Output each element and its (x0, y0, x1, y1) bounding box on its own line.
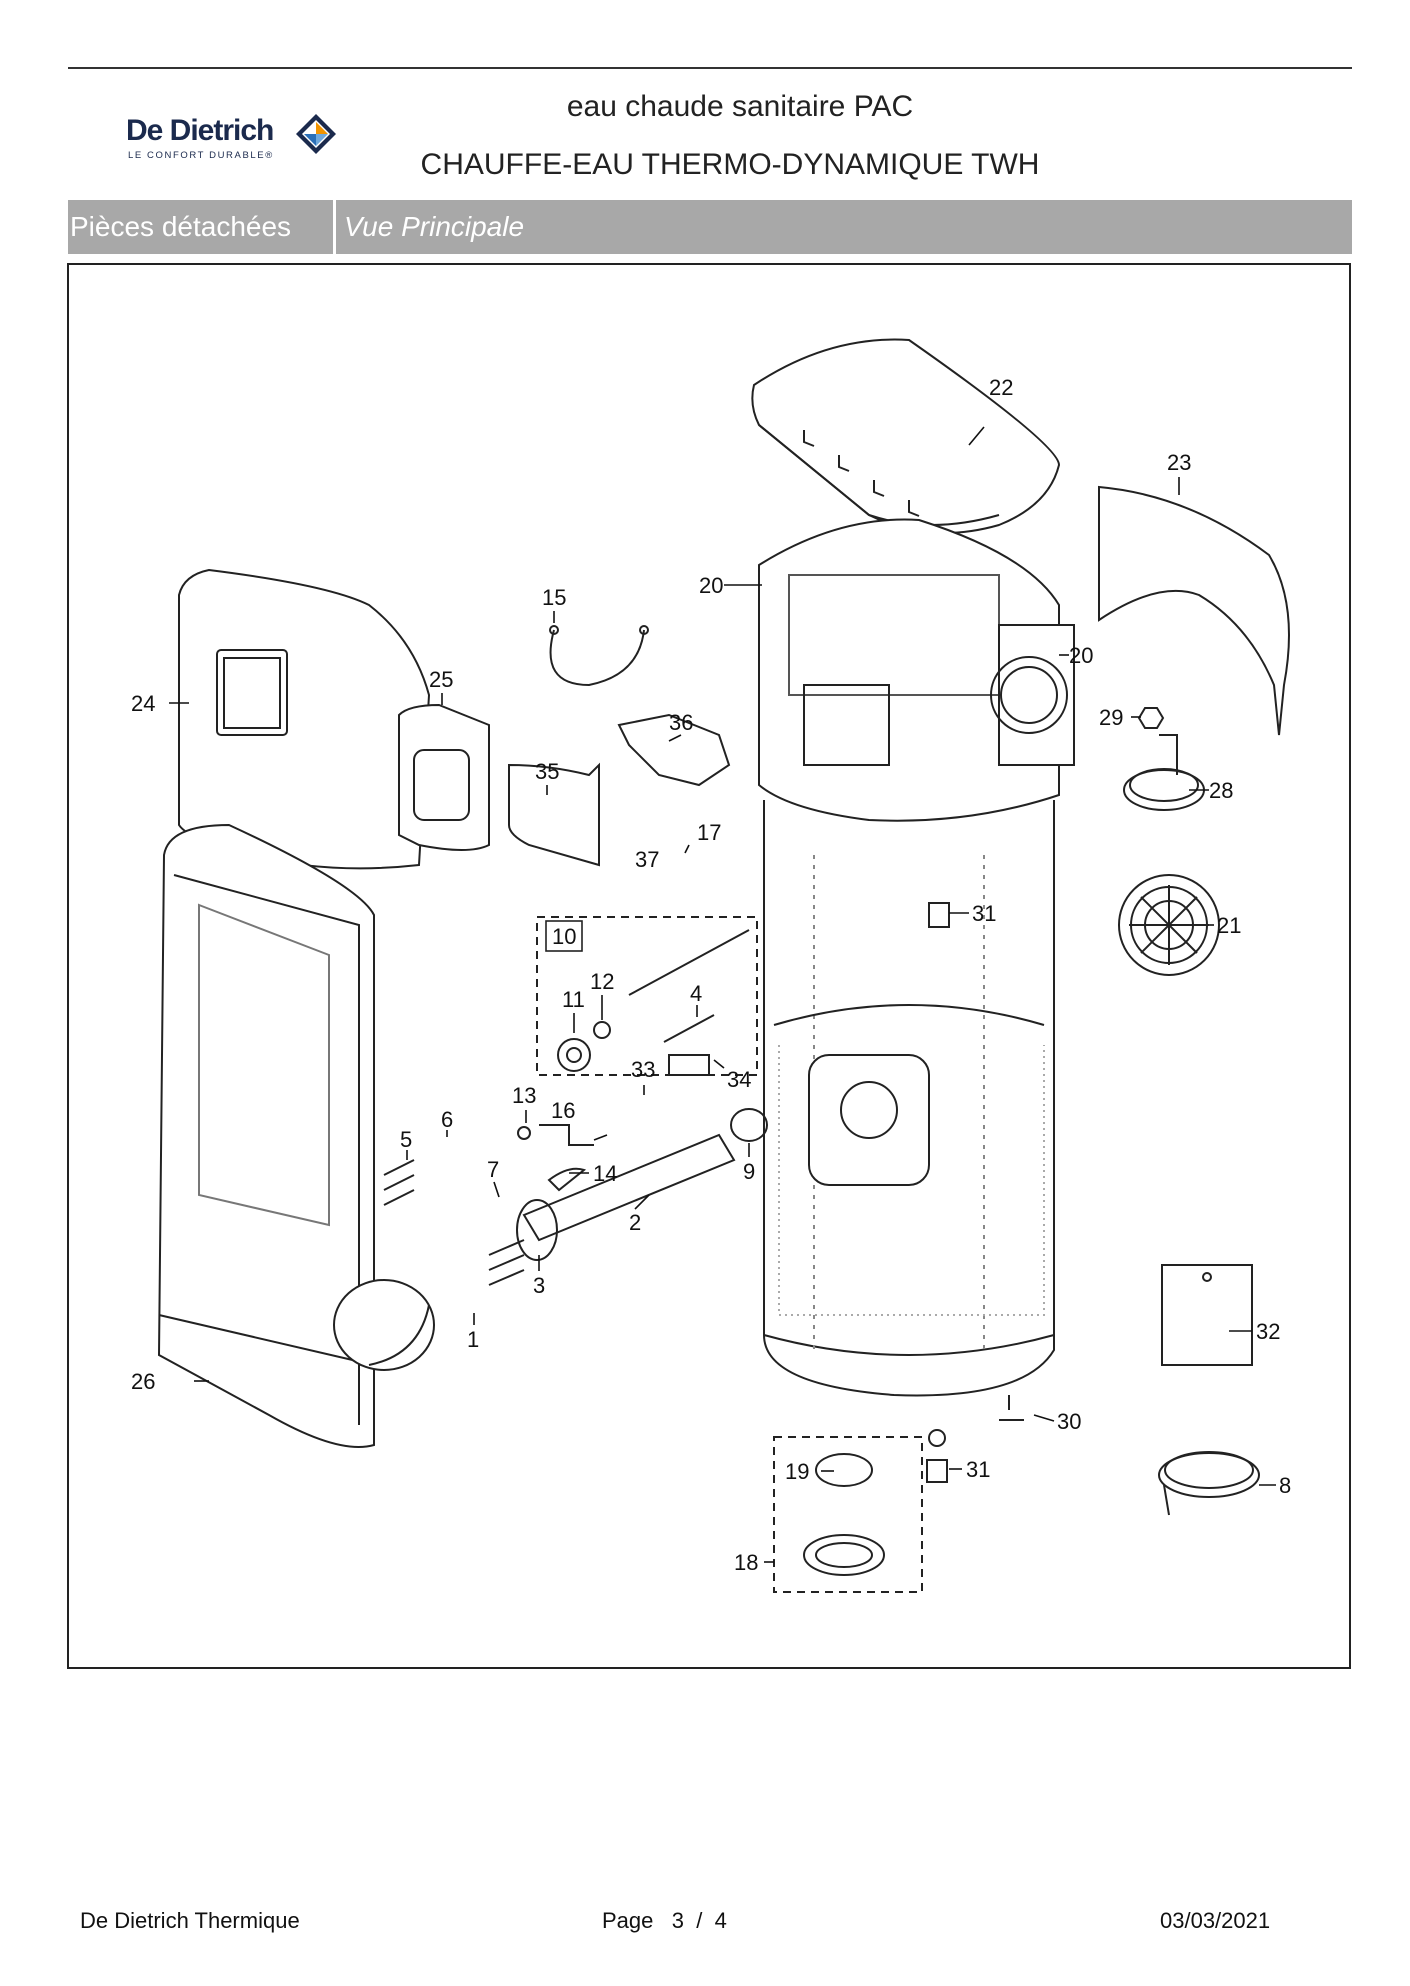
footer-page: Page 3 / 4 (602, 1908, 727, 1934)
tank-body-part (763, 800, 1055, 1397)
top-cover-part (751, 338, 1061, 534)
label-6: 6 (441, 1107, 453, 1132)
top-rule (68, 67, 1352, 69)
heat-pump-module-part (758, 518, 1075, 822)
label-16: 16 (551, 1098, 575, 1123)
exploded-view-frame: 22 23 20 20 15 24 25 36 35 29 28 17 37 3… (67, 263, 1351, 1669)
label-37: 37 (635, 847, 659, 872)
label-22: 22 (989, 375, 1013, 400)
label-1: 1 (467, 1327, 479, 1352)
label-31-lower: 31 (966, 1457, 990, 1482)
label-23: 23 (1167, 450, 1191, 475)
label-26: 26 (131, 1369, 155, 1394)
footer-page-sep: / (696, 1908, 703, 1933)
logo-tagline: LE CONFORT DURABLE® (128, 150, 274, 161)
logo-brand-text: De Dietrich (126, 114, 274, 147)
upper-front-panel-part (178, 568, 431, 870)
header-category: eau chaude sanitaire PAC (566, 90, 914, 123)
label-17: 17 (697, 820, 721, 845)
label-20-right: 20 (1069, 643, 1093, 668)
leader-lines (169, 426, 1276, 1563)
rear-cover-part (1098, 485, 1290, 736)
label-13: 13 (512, 1083, 536, 1108)
section-bar: Pièces détachées Vue Principale (68, 200, 1352, 254)
label-4: 4 (690, 981, 702, 1006)
label-15: 15 (542, 585, 566, 610)
label-9: 9 (743, 1159, 755, 1184)
label-10-box (545, 920, 583, 952)
footer-company: De Dietrich Thermique (80, 1908, 300, 1933)
label-10: 10 (552, 924, 576, 949)
label-18: 18 (734, 1550, 758, 1575)
label-34: 34 (727, 1067, 751, 1092)
label-36: 36 (669, 710, 693, 735)
label-31-upper: 31 (972, 901, 996, 926)
dome-cap-part (333, 1279, 435, 1371)
label-8: 8 (1279, 1473, 1291, 1498)
footer-page-current: 3 (671, 1908, 684, 1933)
label-2: 2 (629, 1210, 641, 1235)
section-view-label: Vue Principale (344, 211, 525, 242)
label-33: 33 (631, 1057, 655, 1082)
lower-front-panel-part (157, 823, 375, 1448)
cable-part (549, 625, 649, 687)
brand-logo: De Dietrich LE CONFORT DURABLE® (126, 108, 346, 164)
exploded-view-diagram: 22 23 20 20 15 24 25 36 35 29 28 17 37 3… (131, 338, 1291, 1593)
label-14: 14 (593, 1161, 617, 1186)
label-30: 30 (1057, 1409, 1081, 1434)
label-19: 19 (785, 1459, 809, 1484)
label-21: 21 (1217, 913, 1241, 938)
footer-page-total: 4 (714, 1908, 727, 1933)
label-32: 32 (1256, 1319, 1280, 1344)
label-5: 5 (400, 1127, 412, 1152)
label-20-left: 20 (699, 573, 723, 598)
label-25: 25 (429, 667, 453, 692)
bracket-part (508, 762, 600, 867)
label-3: 3 (533, 1273, 545, 1298)
label-35: 35 (535, 759, 559, 784)
label-29: 29 (1099, 705, 1123, 730)
display-cover-part (398, 703, 490, 851)
heating-element-part (488, 1133, 736, 1286)
nut-part (1137, 707, 1165, 729)
label-28: 28 (1209, 778, 1233, 803)
tube-coil-part (1123, 734, 1205, 811)
fan-grille-part (1118, 874, 1220, 976)
footer-page-label: Page (602, 1908, 654, 1933)
label-7: 7 (487, 1157, 499, 1182)
control-support-part (617, 713, 731, 787)
section-parts-label: Pièces détachées (68, 200, 336, 254)
diamond-logo-icon (296, 114, 336, 154)
label-24: 24 (131, 691, 155, 716)
label-12: 12 (590, 969, 614, 994)
header-product: CHAUFFE-EAU THERMO-DYNAMIQUE TWH (420, 148, 1040, 181)
label-11: 11 (562, 987, 585, 1012)
footer-date: 03/03/2021 (1160, 1908, 1271, 1933)
